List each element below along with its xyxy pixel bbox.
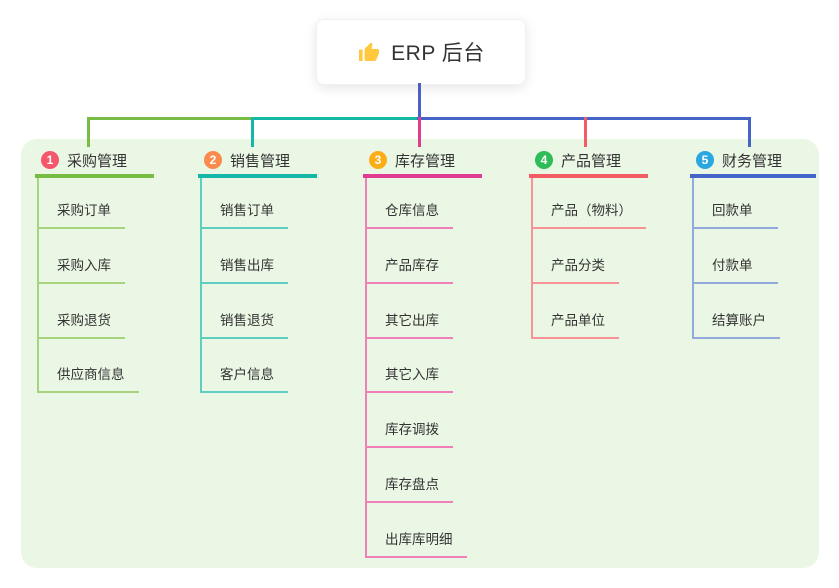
node-sales-order[interactable]: 销售订单: [200, 199, 288, 229]
connector-drop-branch-4: [584, 117, 587, 147]
node-payment-doc[interactable]: 付款单: [692, 254, 778, 284]
badge-2-icon: 2: [204, 151, 222, 169]
node-stock-transfer[interactable]: 库存调拨: [365, 418, 453, 448]
node-sales-return[interactable]: 销售退货: [200, 309, 288, 339]
branch-5-spine: [692, 178, 694, 339]
branch-label: 采购管理: [67, 152, 128, 170]
badge-1-icon: 1: [41, 151, 59, 169]
node-purchase-return[interactable]: 采购退货: [37, 309, 125, 339]
branch-header-inventory-mgmt[interactable]: 3 库存管理: [363, 146, 482, 178]
branch-label: 产品管理: [561, 152, 622, 170]
badge-4-icon: 4: [535, 151, 553, 169]
branch-header-product-mgmt[interactable]: 4 产品管理: [529, 146, 648, 178]
node-product-material[interactable]: 产品（物料）: [531, 199, 646, 229]
branch-label: 库存管理: [395, 152, 456, 170]
branch-4-spine: [531, 178, 533, 339]
connector-drop-branch-1: [87, 117, 90, 147]
root-node-title: ERP 后台: [391, 42, 485, 65]
node-purchase-inbound[interactable]: 采购入库: [37, 254, 125, 284]
node-product-stock[interactable]: 产品库存: [365, 254, 453, 284]
badge-3-icon: 3: [369, 151, 387, 169]
branch-header-finance-mgmt[interactable]: 5 财务管理: [690, 146, 816, 178]
branch-3-spine: [365, 178, 367, 558]
branch-1-spine: [37, 178, 39, 393]
node-stock-count[interactable]: 库存盘点: [365, 473, 453, 503]
connector-drop-branch-3: [418, 117, 421, 147]
connector-drop-branch-2: [251, 117, 254, 147]
node-supplier-info[interactable]: 供应商信息: [37, 363, 139, 393]
node-collection-receipt[interactable]: 回款单: [692, 199, 778, 229]
node-other-inbound[interactable]: 其它入库: [365, 363, 453, 393]
branch-header-purchase-mgmt[interactable]: 1 采购管理: [35, 146, 154, 178]
node-sales-outbound[interactable]: 销售出库: [200, 254, 288, 284]
branch-label: 销售管理: [230, 152, 291, 170]
node-customer-info[interactable]: 客户信息: [200, 363, 288, 393]
node-other-outbound[interactable]: 其它出库: [365, 309, 453, 339]
branch-label: 财务管理: [722, 152, 783, 170]
badge-5-icon: 5: [696, 151, 714, 169]
connector-root-drop: [418, 83, 421, 118]
connector-bus-teal: [251, 117, 418, 120]
branch-header-sales-mgmt[interactable]: 2 销售管理: [198, 146, 317, 178]
node-warehouse-info[interactable]: 仓库信息: [365, 199, 453, 229]
node-product-category[interactable]: 产品分类: [531, 254, 619, 284]
connector-drop-branch-5: [748, 117, 751, 147]
node-product-unit[interactable]: 产品单位: [531, 309, 619, 339]
node-settlement-account[interactable]: 结算账户: [692, 309, 780, 339]
connector-bus-green: [87, 117, 253, 120]
thumbs-up-icon: [359, 42, 380, 61]
node-purchase-order[interactable]: 采购订单: [37, 199, 125, 229]
root-node-erp-backend[interactable]: ERP 后台: [316, 19, 526, 85]
node-outbound-detail[interactable]: 出库库明细: [365, 528, 467, 558]
branches-panel: [21, 139, 819, 568]
branch-2-spine: [200, 178, 202, 393]
